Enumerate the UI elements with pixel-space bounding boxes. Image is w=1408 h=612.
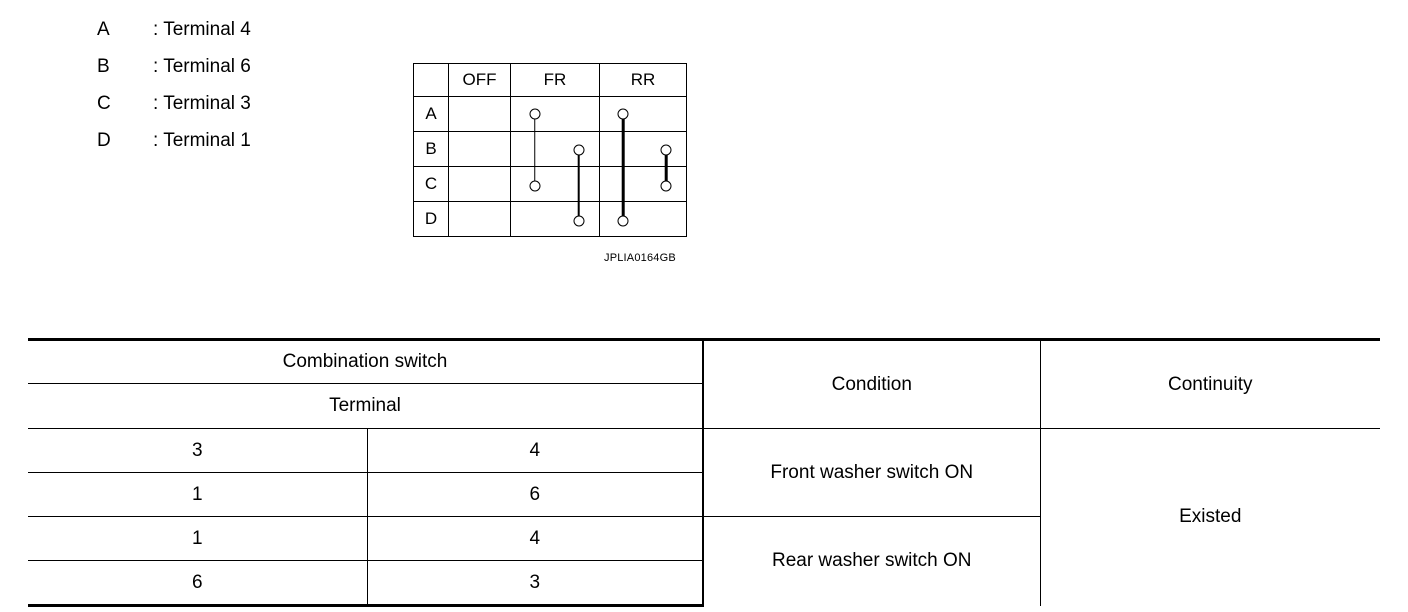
matrix-cell-b-off (448, 131, 511, 167)
legend-item: A : Terminal 4 (97, 20, 251, 57)
table-header-row-group: Combination switch Condition Continuity (28, 338, 1380, 429)
matrix-row: C (413, 166, 687, 202)
header-condition: Condition (702, 338, 1041, 429)
legend-key: D (97, 130, 111, 151)
legend-item: C : Terminal 3 (97, 94, 251, 131)
cell-terminal-a: 1 (28, 516, 368, 561)
matrix-row: A (413, 96, 687, 132)
matrix-cell-d-off (448, 201, 511, 237)
header-continuity: Continuity (1040, 338, 1380, 429)
matrix-cell-a-fr (510, 96, 600, 132)
legend-value: : Terminal 1 (153, 130, 251, 151)
legend-value: : Terminal 6 (153, 56, 251, 77)
cell-continuity-existed: Existed (1040, 428, 1380, 606)
cell-terminal-b: 3 (367, 560, 704, 607)
switch-position-matrix: OFF FR RR A B C (413, 63, 687, 237)
legend-key: C (97, 93, 111, 114)
matrix-col-header-fr: FR (510, 63, 600, 97)
continuity-table-container: Combination switch Condition Continuity … (28, 338, 1380, 607)
matrix-cell-d-fr (510, 201, 600, 237)
header-terminal: Terminal (28, 383, 704, 429)
legend-key: A (97, 19, 110, 40)
matrix-col-header-rr: RR (599, 63, 687, 97)
cell-terminal-b: 4 (367, 516, 704, 561)
matrix-cell-a-off (448, 96, 511, 132)
matrix-row: D (413, 201, 687, 237)
cell-condition-rear: Rear washer switch ON (703, 516, 1041, 606)
matrix-header-row: OFF FR RR (413, 63, 687, 97)
matrix-col-header-off: OFF (448, 63, 511, 97)
matrix-cell-c-off (448, 166, 511, 202)
table-row: 6 3 (28, 560, 1380, 607)
matrix-cell-d-rr (599, 201, 687, 237)
table-row: 3 4 Front washer switch ON Existed (28, 428, 1380, 606)
legend-key: B (97, 56, 110, 77)
header-combination-switch: Combination switch (28, 338, 703, 384)
matrix-cell-c-rr (599, 166, 687, 202)
matrix-cell-b-rr (599, 131, 687, 167)
legend-value: : Terminal 4 (153, 19, 251, 40)
matrix-cell-c-fr (510, 166, 600, 202)
continuity-table: Combination switch Condition Continuity … (28, 338, 1380, 607)
cell-terminal-a: 6 (28, 560, 368, 607)
table-header-row-terminal: Terminal (28, 383, 1380, 429)
legend-item: D : Terminal 1 (97, 131, 251, 168)
matrix-cell-a-rr (599, 96, 687, 132)
legend-value: : Terminal 3 (153, 93, 251, 114)
matrix-table: OFF FR RR A B C (413, 63, 687, 237)
legend-item: B : Terminal 6 (97, 57, 251, 94)
cell-condition-front: Front washer switch ON (703, 428, 1041, 517)
matrix-corner-cell (413, 63, 449, 97)
table-row: 1 6 (28, 472, 1380, 517)
matrix-cell-b-fr (510, 131, 600, 167)
table-row: 1 4 Rear washer switch ON (28, 516, 1380, 606)
matrix-row-label-a: A (413, 96, 449, 132)
matrix-row: B (413, 131, 687, 167)
cell-terminal-a: 3 (28, 428, 368, 473)
terminal-legend: A : Terminal 4 B : Terminal 6 C : Termin… (97, 20, 251, 168)
cell-terminal-a: 1 (28, 472, 368, 517)
matrix-row-label-c: C (413, 166, 449, 202)
cell-terminal-b: 4 (367, 428, 704, 473)
figure-caption: JPLIA0164GB (604, 252, 676, 264)
cell-terminal-b: 6 (367, 472, 704, 517)
matrix-row-label-b: B (413, 131, 449, 167)
matrix-row-label-d: D (413, 201, 449, 237)
